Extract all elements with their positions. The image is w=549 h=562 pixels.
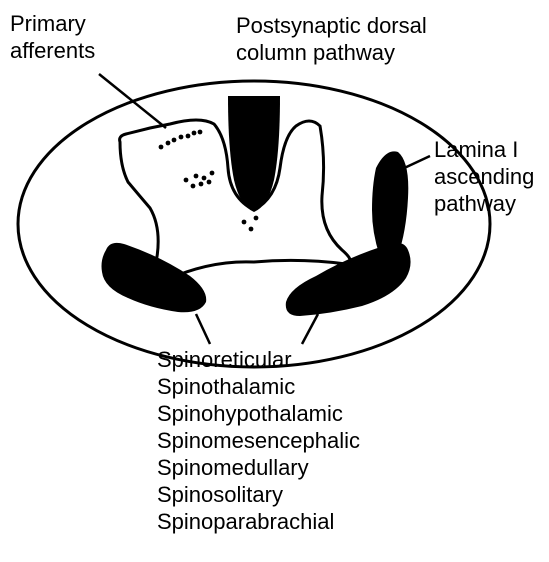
tract-label: Spinoparabrachial: [157, 508, 360, 535]
ascending-tracts-list: Spinoreticular Spinothalamic Spinohypoth…: [157, 346, 360, 535]
tract-label: Spinoreticular: [157, 346, 360, 373]
tract-label: Spinosolitary: [157, 481, 360, 508]
tract-label: Spinomesencephalic: [157, 427, 360, 454]
lamina-i-label-line: ascending: [434, 163, 534, 190]
tract-label: Spinomedullary: [157, 454, 360, 481]
postsynaptic-label-line: Postsynaptic dorsal: [236, 12, 427, 39]
postsynaptic-dorsal-column-label: Postsynaptic dorsal column pathway: [236, 12, 427, 66]
lamina-i-label-line: pathway: [434, 190, 534, 217]
tract-label: Spinohypothalamic: [157, 400, 360, 427]
lamina-i-label-line: Lamina I: [434, 136, 534, 163]
primary-afferents-pointer: [99, 74, 166, 128]
tract-label: Spinothalamic: [157, 373, 360, 400]
primary-afferents-label-line: afferents: [10, 37, 95, 64]
lamina-i-label: Lamina I ascending pathway: [434, 136, 534, 217]
primary-afferents-label-line: Primary: [10, 10, 95, 37]
left-tract-pointer: [196, 314, 210, 344]
right-tract-pointer: [302, 314, 318, 344]
primary-afferents-label: Primary afferents: [10, 10, 95, 64]
postsynaptic-label-line: column pathway: [236, 39, 427, 66]
